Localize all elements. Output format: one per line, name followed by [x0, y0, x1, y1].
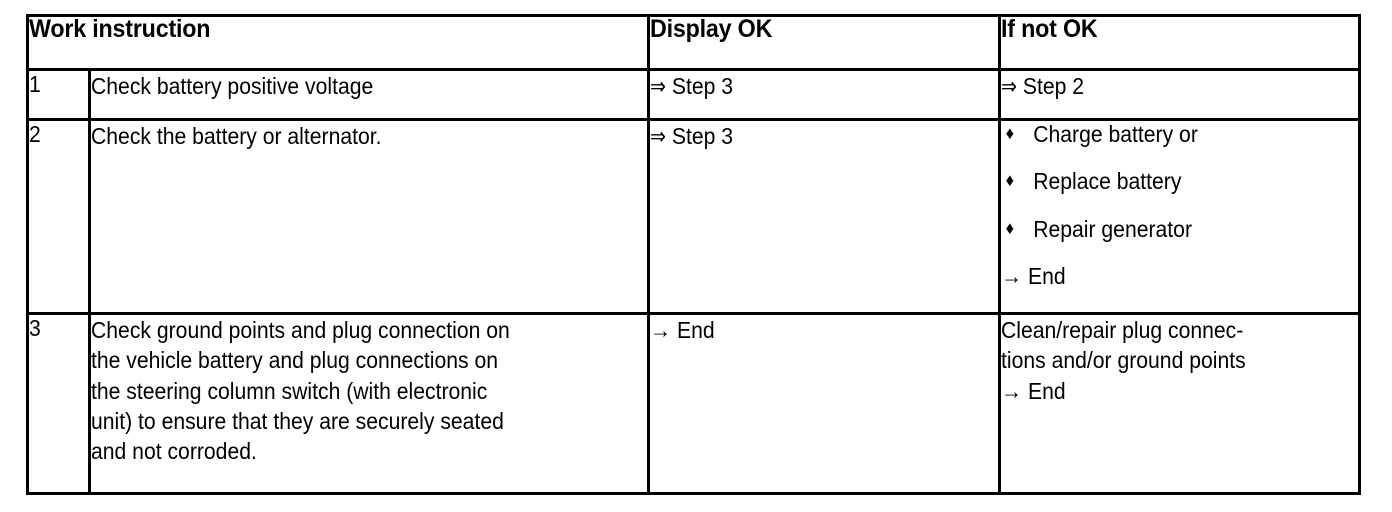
- column-header-work-instruction: Work instruction: [26, 14, 650, 71]
- work-instruction-text-3: Check ground points and plug connection …: [91, 317, 510, 465]
- list-item: ♦ Repair generator: [1001, 216, 1329, 242]
- column-header-work-instruction-label: Work instruction: [29, 15, 211, 43]
- if-not-ok-cell: ⇒ Step 2: [998, 68, 1361, 121]
- work-instruction-cell: Check the battery or alternator.: [88, 118, 650, 315]
- if-not-ok-text-3: Clean/repair plug connec- tions and/or g…: [1001, 317, 1246, 374]
- table-header-row: Work instruction Display OK If not OK: [26, 14, 1361, 71]
- display-ok-cell: ⇒ Step 3: [647, 118, 1001, 315]
- column-header-display-ok: Display OK: [647, 14, 1001, 71]
- step-number-3: 3: [29, 315, 41, 341]
- display-ok-cell: → End: [647, 312, 1001, 495]
- step-number-cell: 1: [26, 68, 91, 121]
- table-row: 2 Check the battery or alternator. ⇒ Ste…: [26, 118, 1361, 315]
- column-header-if-not-ok-label: If not OK: [1001, 15, 1098, 43]
- work-instruction-text-2: Check the battery or alternator.: [91, 123, 382, 149]
- column-header-display-ok-label: Display OK: [650, 15, 773, 43]
- table-body: 1 Check battery positive voltage ⇒ Step …: [26, 68, 1361, 495]
- step-number-cell: 2: [26, 118, 91, 315]
- work-instruction-table-container: Work instruction Display OK If not OK 1 …: [26, 14, 1361, 495]
- step-number-2: 2: [29, 121, 41, 147]
- table-header: Work instruction Display OK If not OK: [26, 14, 1361, 71]
- if-not-ok-text-1: ⇒ Step 2: [1001, 73, 1085, 99]
- display-ok-text-1: ⇒ Step 3: [650, 73, 734, 99]
- step-number-1: 1: [29, 71, 41, 97]
- column-header-if-not-ok: If not OK: [998, 14, 1361, 71]
- if-not-ok-end-text-2: → End: [1001, 263, 1066, 290]
- list-item-label: Replace battery: [1033, 168, 1182, 195]
- list-item: ♦ Replace battery: [1001, 168, 1329, 194]
- work-instruction-cell: Check battery positive voltage: [88, 68, 650, 121]
- step-number-cell: 3: [26, 312, 91, 495]
- work-instruction-text-1: Check battery positive voltage: [91, 73, 374, 99]
- diamond-bullet-icon: ♦: [1005, 217, 1015, 238]
- table-row: 3 Check ground points and plug connectio…: [26, 312, 1361, 495]
- diamond-bullet-icon: ♦: [1005, 123, 1015, 143]
- list-item: ♦ Charge battery or: [1001, 121, 1329, 147]
- work-instruction-cell: Check ground points and plug connection …: [88, 312, 650, 495]
- diamond-bullet-icon: ♦: [1005, 170, 1015, 191]
- list-item-label: Charge battery or: [1033, 121, 1198, 147]
- if-not-ok-cell: ♦ Charge battery or ♦ Replace battery ♦ …: [998, 118, 1361, 315]
- display-ok-cell: ⇒ Step 3: [647, 68, 1001, 121]
- if-not-ok-end-text-3: → End: [1001, 377, 1066, 404]
- work-instruction-table: Work instruction Display OK If not OK 1 …: [26, 14, 1361, 495]
- table-row: 1 Check battery positive voltage ⇒ Step …: [26, 68, 1361, 121]
- display-ok-text-3: → End: [650, 317, 715, 343]
- list-item-label: Repair generator: [1033, 215, 1193, 242]
- if-not-ok-cell: Clean/repair plug connec- tions and/or g…: [998, 312, 1361, 495]
- display-ok-text-2: ⇒ Step 3: [650, 123, 734, 149]
- if-not-ok-bullet-list: ♦ Charge battery or ♦ Replace battery ♦ …: [1001, 121, 1329, 242]
